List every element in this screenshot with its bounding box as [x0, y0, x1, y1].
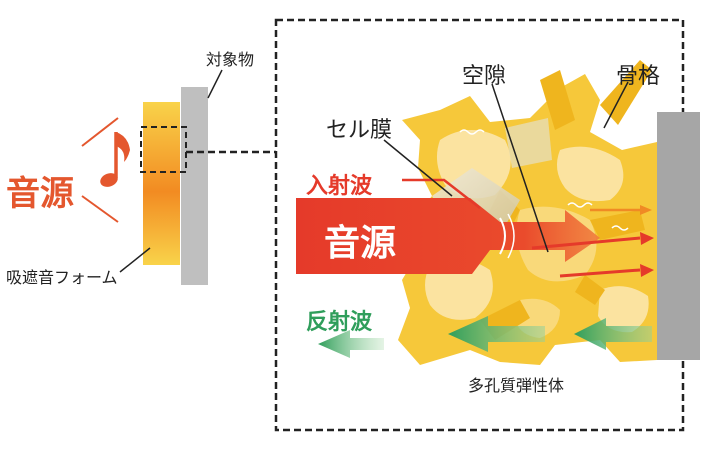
sound-line [81, 117, 119, 147]
reflected-arrow-inner [574, 318, 652, 350]
wall-object [657, 112, 700, 360]
label-sound-source-arrow: 音源 [324, 223, 397, 264]
label-void: 空隙 [462, 64, 507, 89]
leader-target [207, 69, 223, 99]
reflected-wave-arrow [318, 330, 384, 358]
label-reflected-wave: 反射波 [306, 310, 373, 335]
label-incident-wave: 入射波 [306, 174, 373, 199]
incident-wave-arrow [296, 198, 600, 274]
ripple [507, 213, 515, 259]
leader-void [491, 83, 549, 253]
label-cell-membrane: セル膜 [326, 118, 393, 143]
label-porous-elastic: 多孔質弾性体 [468, 376, 565, 395]
leader-foam [119, 247, 151, 273]
reflected-arrow-inner [448, 316, 545, 352]
leader-membrane [383, 139, 453, 197]
leader-skeleton [603, 81, 629, 129]
zoom-box [140, 126, 187, 173]
transmitted-arrows [531, 205, 654, 278]
label-foam: 吸遮音フォーム [6, 268, 118, 287]
music-note-icon [100, 132, 130, 187]
ripple [499, 217, 506, 255]
label-target-object: 対象物 [206, 50, 255, 69]
incident-edge [402, 178, 481, 209]
target-object-bar [181, 87, 208, 285]
label-skeleton: 骨格 [616, 64, 661, 89]
label-sound-source-left: 音源 [6, 174, 74, 214]
foam-bar [143, 102, 180, 265]
sound-line [81, 195, 119, 223]
